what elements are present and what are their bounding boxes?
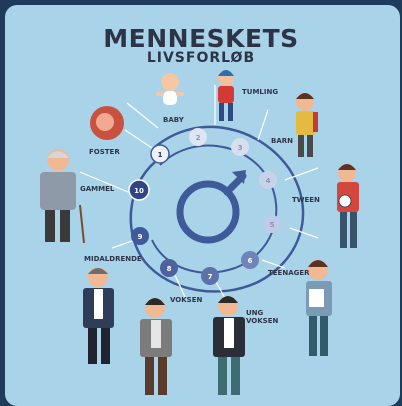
barn-illustration-icon bbox=[296, 93, 318, 157]
stage-number-9: 9 bbox=[138, 233, 143, 241]
voksen-illustration-icon bbox=[140, 298, 172, 395]
male-symbol-icon bbox=[176, 170, 247, 244]
gammel-illustration-icon bbox=[40, 149, 85, 244]
label-teenager: TEENAGER bbox=[268, 269, 310, 277]
label-tween: TWEEN bbox=[292, 196, 320, 204]
subtitle: LIVSFORLØB bbox=[146, 50, 256, 66]
stage-number-5: 5 bbox=[270, 221, 275, 229]
stage-number-4: 4 bbox=[266, 177, 271, 185]
tween-illustration-icon bbox=[337, 164, 359, 248]
label-ung-voksen: UNG VOKSEN bbox=[246, 309, 279, 325]
stage-number-7: 7 bbox=[208, 273, 213, 281]
ung-voksen-illustration-icon bbox=[213, 296, 245, 395]
stage-number-3: 3 bbox=[238, 144, 243, 152]
title: MENNESKETS bbox=[103, 24, 299, 53]
label-barn: BARN bbox=[271, 137, 294, 145]
label-gammel: GAMMEL bbox=[80, 185, 115, 193]
label-foster: FOSTER bbox=[89, 148, 120, 156]
stage-number-8: 8 bbox=[167, 265, 172, 273]
label-voksen: VOKSEN bbox=[170, 296, 203, 304]
label-midaldrende: MIDALDRENDE bbox=[84, 255, 142, 263]
stage-number-6: 6 bbox=[248, 257, 253, 265]
baby-illustration-icon bbox=[156, 73, 184, 105]
foster-illustration-icon bbox=[90, 106, 124, 140]
stage-number-10: 10 bbox=[134, 187, 144, 195]
label-tumling: TUMLING bbox=[242, 88, 279, 96]
stage-number-1: 1 bbox=[158, 151, 163, 159]
connector-lines bbox=[79, 85, 319, 301]
teenager-illustration-icon bbox=[306, 260, 332, 356]
stage-circles bbox=[128, 128, 281, 285]
midaldrende-illustration-icon bbox=[83, 267, 114, 364]
stage-number-2: 2 bbox=[196, 134, 201, 142]
tumling-illustration-icon bbox=[218, 70, 234, 121]
spiral-path-inner bbox=[151, 144, 278, 274]
stage-numbers: 1 2 3 4 5 6 7 8 9 10 bbox=[134, 134, 274, 281]
label-baby: BABY bbox=[163, 116, 184, 124]
